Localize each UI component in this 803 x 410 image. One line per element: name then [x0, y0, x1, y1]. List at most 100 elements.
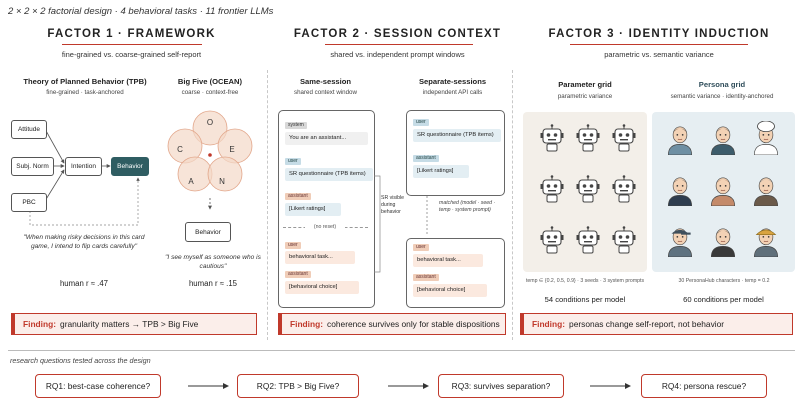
factor3-title: FACTOR 3 · IDENTITY INDUCTION	[548, 28, 770, 40]
rq1-box: RQ1: best-case coherence?	[35, 374, 161, 398]
tpb-node-pbc: PBC	[11, 193, 47, 212]
persona-face-icon	[703, 220, 743, 260]
same-user-tag-2: user	[285, 242, 301, 249]
tpb-node-intention: Intention	[65, 157, 102, 176]
factor1-underline	[62, 44, 202, 45]
factor2-finding: Finding: coherence survives only for sta…	[278, 313, 506, 335]
tpb-correlation: human r ≈ .47	[59, 279, 109, 288]
same-side-bracket	[374, 175, 381, 273]
tpb-node-behavior: Behavior	[111, 157, 149, 176]
bigfive-subtitle: coarse · context-free	[181, 89, 239, 96]
persona-grid-note: 30 PersonaHub characters · temp = 0.2	[678, 278, 770, 284]
separate-session-subtitle: independent API calls	[422, 89, 483, 96]
same-assistant-tag: assistant	[285, 193, 311, 200]
factor1-finding-label: Finding:	[23, 319, 57, 329]
bigfive-title: Big Five (OCEAN)	[177, 77, 243, 86]
tpb-quote: "When making risky decisions in this car…	[23, 234, 145, 250]
factor2-title: FACTOR 2 · SESSION CONTEXT	[293, 28, 502, 40]
persona-face-icon	[660, 220, 700, 260]
bigfive-a: A	[188, 177, 194, 186]
same-likert-msg: [Likert ratings]	[285, 203, 341, 216]
robot-icon	[568, 118, 608, 158]
same-session-title: Same-session	[299, 77, 352, 86]
factor2-underline	[325, 44, 473, 45]
persona-grid-subtitle: semantic variance · identity-anchored	[670, 93, 774, 100]
bigfive-n: N	[219, 177, 225, 186]
separator-1	[267, 70, 268, 340]
tpb-arrows	[29, 128, 140, 226]
tpb-node-norm: Subj. Norm	[11, 157, 54, 176]
tpb-node-attitude: Attitude	[11, 120, 47, 139]
robot-icon	[604, 118, 644, 158]
same-choice-msg: [behavioral choice]	[285, 281, 359, 294]
bigfive-behavior-node: Behavior	[185, 222, 231, 242]
same-assistant-tag-2: assistant	[285, 271, 311, 278]
robot-icon	[532, 220, 572, 260]
factor1-subtitle: fine-grained vs. coarse-grained self-rep…	[61, 50, 202, 59]
param-condition-count: 54 conditions per model	[544, 295, 626, 304]
factor1-finding: Finding: granularity matters → TPB > Big…	[11, 313, 257, 335]
separate-user-tag: user	[413, 119, 429, 126]
bigfive-e: E	[229, 145, 235, 154]
tpb-subtitle: fine-grained · task-anchored	[46, 89, 124, 96]
rq-arrows	[188, 383, 631, 389]
same-user-tag: user	[285, 158, 301, 165]
robot-icon	[604, 169, 644, 209]
persona-face-icon	[746, 220, 786, 260]
separate-sr-msg: SR questionnaire (TPB items)	[413, 129, 501, 142]
separate-likert-msg: [Likert ratings]	[413, 165, 469, 178]
tpb-title: Theory of Planned Behavior (TPB)	[23, 77, 147, 86]
same-sr-msg: SR questionnaire (TPB items)	[285, 168, 373, 181]
separate-task-msg: behavioral task...	[413, 254, 483, 267]
factor2-subtitle: shared vs. independent prompt windows	[330, 50, 465, 59]
persona-face-icon	[660, 118, 700, 158]
separate-user-tag-2: user	[413, 244, 429, 251]
rq3-box: RQ3: survives separation?	[438, 374, 564, 398]
factor3-underline	[570, 44, 748, 45]
figure-header: 2 × 2 × 2 factorial design · 4 behaviora…	[8, 6, 274, 17]
factor3-finding-label: Finding:	[532, 319, 566, 329]
separate-assistant-tag: assistant	[413, 155, 439, 162]
bigfive-o: O	[206, 118, 214, 127]
robot-icon	[568, 220, 608, 260]
param-grid-subtitle: parametric variance	[557, 93, 613, 100]
param-grid-title: Parameter grid	[558, 80, 612, 89]
same-session-subtitle: shared context window	[294, 89, 357, 96]
persona-condition-count: 60 conditions per model	[683, 295, 764, 304]
factor3-subtitle: parametric vs. semantic variance	[604, 50, 714, 59]
persona-face-icon	[746, 169, 786, 209]
bottom-divider	[8, 350, 795, 351]
same-task-msg: behavioral task...	[285, 251, 355, 264]
bigfive-petals	[167, 110, 253, 210]
sr-visible-note: SR visible during behavior	[381, 195, 405, 215]
robot-icon	[532, 169, 572, 209]
separate-session-title: Separate-sessions	[418, 77, 487, 86]
persona-face-icon	[660, 169, 700, 209]
factor3-finding: Finding: personas change self-report, no…	[520, 313, 793, 335]
bigfive-correlation: human r ≈ .15	[188, 279, 238, 288]
separate-matched-note: matched (model · seed · temp · system pr…	[439, 200, 496, 213]
factor2-finding-label: Finding:	[290, 319, 324, 329]
param-grid-note: temp ∈ {0.2, 0.5, 0.9} · 3 seeds · 3 sys…	[525, 278, 645, 284]
same-system-tag: system	[285, 122, 307, 129]
factor1-finding-text: granularity matters → TPB > Big Five	[60, 319, 199, 329]
rq2-box: RQ2: TPB > Big Five?	[237, 374, 359, 398]
factor2-finding-text: coherence survives only for stable dispo…	[327, 319, 500, 329]
robot-icon	[532, 118, 572, 158]
persona-face-icon	[703, 169, 743, 209]
bigfive-quote: "I see myself as someone who is cautious…	[165, 254, 261, 270]
persona-face-icon	[703, 118, 743, 158]
separator-2	[512, 70, 513, 340]
robot-icon	[604, 220, 644, 260]
same-no-reset: (no reset)	[305, 224, 345, 230]
persona-face-icon	[746, 118, 786, 158]
bigfive-c: C	[177, 145, 183, 154]
factor1-title: FACTOR 1 · FRAMEWORK	[47, 28, 216, 40]
separate-choice-msg: [behavioral choice]	[413, 284, 487, 297]
persona-grid-title: Persona grid	[698, 80, 746, 89]
robot-icon	[568, 169, 608, 209]
separate-assistant-tag-2: assistant	[413, 274, 439, 281]
separate-matched-link	[426, 196, 428, 236]
same-system-msg: You are an assistant...	[285, 132, 368, 145]
